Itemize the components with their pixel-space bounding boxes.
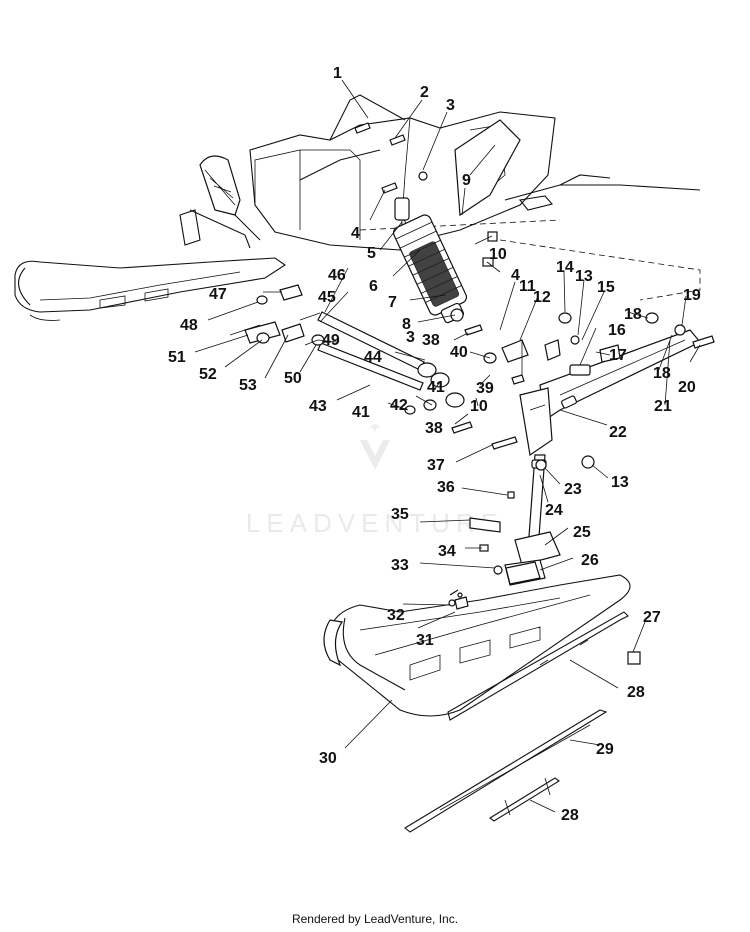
callout-26: 26 (581, 552, 599, 569)
callout-52: 52 (199, 366, 217, 383)
callout-50: 50 (284, 370, 302, 387)
callout-39: 39 (476, 380, 494, 397)
chassis-frame (14, 94, 701, 321)
callout-41b: 41 (352, 404, 370, 421)
callout-17: 17 (609, 347, 627, 364)
callout-28a: 28 (627, 684, 645, 701)
callout-51: 51 (168, 349, 186, 366)
callout-3b: 3 (406, 329, 415, 346)
footer-credit: Rendered by LeadVenture, Inc. (291, 912, 459, 926)
callout-13b: 13 (611, 474, 629, 491)
watermark-logo: LEADVENTURE (246, 424, 504, 538)
callout-45: 45 (318, 289, 336, 306)
callout-6: 6 (369, 278, 378, 295)
callout-20: 20 (678, 379, 696, 396)
callout-31: 31 (416, 632, 434, 649)
callout-30: 30 (319, 750, 337, 767)
wear-bars (404, 611, 629, 833)
callout-13a: 13 (575, 268, 593, 285)
callout-3a: 3 (446, 97, 455, 114)
callout-38b: 38 (425, 420, 443, 437)
callout-12: 12 (533, 289, 551, 306)
callout-16: 16 (608, 322, 626, 339)
callout-8: 8 (402, 316, 411, 333)
callout-42: 42 (390, 397, 408, 414)
callout-11: 11 (519, 278, 536, 295)
callout-33: 33 (391, 557, 409, 574)
callout-15: 15 (597, 279, 615, 296)
callout-24: 24 (545, 502, 563, 519)
callout-25: 25 (573, 524, 591, 541)
callout-7: 7 (388, 294, 397, 311)
callout-18b: 18 (653, 365, 671, 382)
callout-47: 47 (209, 286, 227, 303)
callout-4b: 4 (511, 267, 520, 284)
leader-lines (194, 79, 701, 813)
spindle (469, 454, 561, 586)
watermark-text: LEADVENTURE (246, 508, 504, 538)
callout-36: 36 (437, 479, 455, 496)
callout-4a: 4 (351, 225, 360, 242)
callout-37: 37 (427, 457, 445, 474)
callout-41a: 41 (427, 379, 445, 396)
front-ski (323, 574, 631, 717)
callout-34: 34 (438, 543, 456, 560)
callout-29: 29 (596, 741, 614, 758)
callout-32: 32 (387, 607, 405, 624)
callout-9: 9 (462, 172, 471, 189)
callout-53: 53 (239, 377, 257, 394)
callout-labels: 1 2 3 9 4 10 5 46 4 14 13 6 11 15 47 45 … (168, 65, 701, 824)
callout-19: 19 (683, 287, 701, 304)
callout-23: 23 (564, 481, 582, 498)
callout-10a: 10 (489, 246, 507, 263)
callout-28b: 28 (561, 807, 579, 824)
callout-40: 40 (450, 344, 468, 361)
callout-49: 49 (322, 332, 340, 349)
suspension-arms (317, 311, 701, 457)
callout-5: 5 (367, 245, 376, 262)
callout-46: 46 (328, 267, 346, 284)
callout-48: 48 (180, 317, 198, 334)
callout-2: 2 (420, 84, 429, 101)
callout-38a: 38 (422, 332, 440, 349)
callout-14: 14 (556, 259, 574, 276)
callout-1: 1 (333, 65, 342, 82)
callout-43: 43 (309, 398, 327, 415)
callout-44: 44 (364, 349, 382, 366)
hardware (229, 122, 715, 665)
callout-22: 22 (609, 424, 627, 441)
shock-absorber (392, 197, 468, 324)
callout-27: 27 (643, 609, 661, 626)
callout-10b: 10 (470, 398, 488, 415)
callout-35: 35 (391, 506, 409, 523)
callout-18a: 18 (624, 306, 642, 323)
callout-21: 21 (654, 398, 672, 415)
